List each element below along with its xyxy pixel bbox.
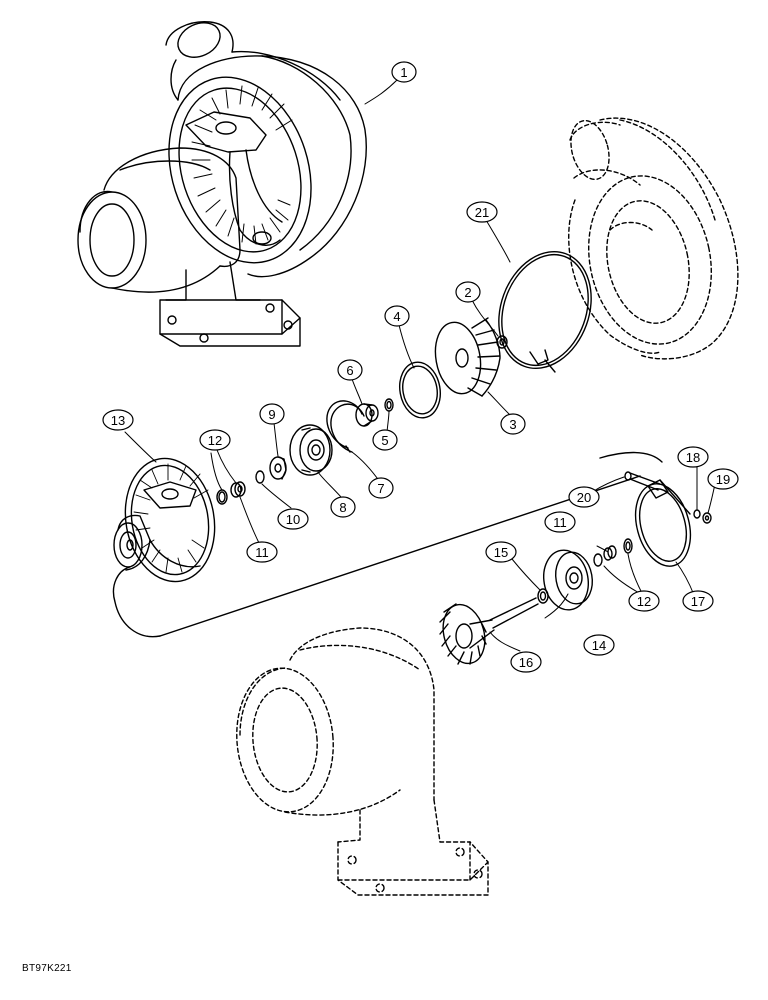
callout-17: 17 [682, 590, 714, 612]
callout-7: 7 [368, 477, 394, 499]
svg-text:6: 6 [346, 363, 353, 378]
part-3-compressor-wheel [434, 317, 501, 397]
svg-text:11: 11 [553, 515, 567, 530]
part-12-ring-right [623, 538, 633, 554]
callout-13: 13 [102, 409, 134, 431]
callout-10: 10 [277, 508, 309, 530]
part-13-center-housing [113, 457, 216, 583]
callout-8: 8 [330, 496, 356, 518]
svg-text:17: 17 [691, 594, 705, 609]
part-11-bearing-left [230, 481, 246, 498]
svg-text:14: 14 [592, 638, 606, 653]
shaft-outline [112, 451, 663, 638]
svg-text:19: 19 [716, 472, 730, 487]
svg-text:2: 2 [464, 285, 471, 300]
callout-16: 16 [510, 651, 542, 673]
callout-4: 4 [384, 305, 410, 327]
svg-text:3: 3 [509, 417, 516, 432]
leader-lines [124, 79, 716, 652]
svg-text:5: 5 [381, 433, 388, 448]
compressor-housing-outline [568, 117, 739, 360]
part-12-ring-right-b [593, 553, 603, 567]
callout-6: 6 [337, 359, 363, 381]
callout-19: 19 [707, 468, 739, 490]
figure-reference-code: BT97K221 [22, 963, 72, 974]
callout-18: 18 [677, 446, 709, 468]
callouts: 1 2 3 4 5 6 7 8 [102, 61, 739, 673]
callout-15: 15 [485, 541, 517, 563]
part-18-washer [693, 509, 701, 519]
part-16-turbine-wheel-shaft [439, 597, 539, 665]
part-11-bearing-right [603, 545, 617, 561]
svg-text:12: 12 [208, 433, 222, 448]
part-14-backplate [543, 549, 593, 611]
callout-14: 14 [583, 634, 615, 656]
part-10-thrust-washer [255, 470, 265, 484]
part-19-nut [702, 512, 712, 524]
callout-11-left: 11 [246, 541, 278, 563]
part-9-thrust-bearing [269, 456, 287, 480]
part-17-clamp [634, 479, 692, 567]
part-6-sleeve [355, 403, 379, 427]
part-21-snap-ring [498, 250, 592, 373]
svg-text:20: 20 [577, 490, 591, 505]
callout-2: 2 [455, 281, 481, 303]
svg-text:13: 13 [111, 413, 125, 428]
turbocharger-assembly [77, 21, 367, 347]
svg-text:12: 12 [637, 594, 651, 609]
svg-text:9: 9 [268, 407, 275, 422]
svg-text:11: 11 [255, 545, 269, 560]
callout-3: 3 [500, 413, 526, 435]
part-7-retaining-ring [326, 400, 365, 453]
part-15-seal-ring [537, 588, 549, 604]
part-12-ring-left [216, 489, 228, 505]
svg-text:4: 4 [393, 309, 400, 324]
turbine-housing-outline [236, 627, 489, 896]
callout-1: 1 [391, 61, 417, 83]
callout-21: 21 [466, 201, 498, 223]
svg-text:10: 10 [286, 512, 300, 527]
svg-text:16: 16 [519, 655, 533, 670]
callout-5: 5 [372, 429, 398, 451]
callout-9: 9 [259, 403, 285, 425]
svg-text:15: 15 [494, 545, 508, 560]
callout-11-right: 11 [544, 511, 576, 533]
part-4-seal-ring [399, 361, 441, 419]
callout-12-right: 12 [628, 590, 660, 612]
svg-text:8: 8 [339, 500, 346, 515]
svg-text:7: 7 [377, 481, 384, 496]
svg-text:18: 18 [686, 450, 700, 465]
part-20-bolt [624, 471, 661, 491]
callout-12-left: 12 [199, 429, 231, 451]
part-5-o-ring [384, 398, 394, 412]
callout-20: 20 [568, 486, 600, 508]
svg-text:1: 1 [400, 65, 407, 80]
part-8-insert [289, 424, 333, 476]
svg-text:21: 21 [475, 205, 489, 220]
